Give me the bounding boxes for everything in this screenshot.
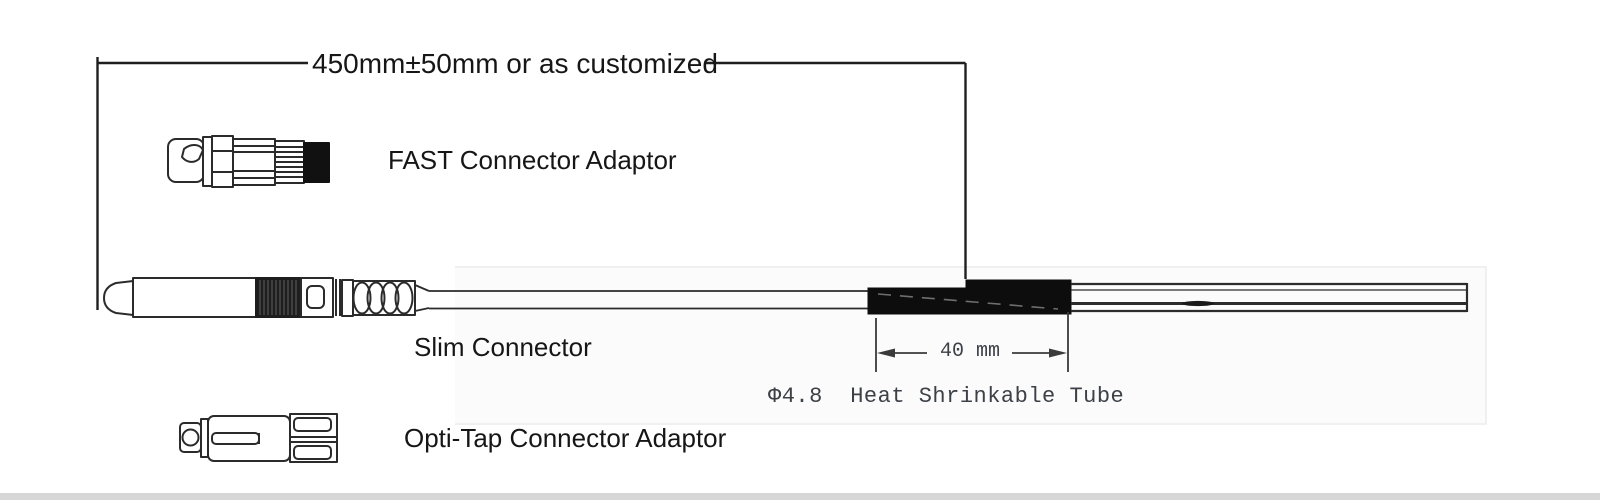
overall-dimension-lines — [96, 57, 967, 310]
fast-connector-label: FAST Connector Adaptor — [388, 145, 677, 175]
heat-shrink-tube-label: Φ4.8 Heat Shrinkable Tube — [768, 384, 1125, 409]
drop-cable-drawing — [1071, 282, 1469, 313]
bottom-strip — [0, 493, 1600, 500]
fast-connector-drawing — [167, 135, 330, 188]
opti-tap-connector-label: Opti-Tap Connector Adaptor — [404, 423, 727, 453]
opti-tap-connector-drawing — [179, 413, 338, 463]
slim-connector-drawing — [103, 277, 869, 318]
overall-length-label: 450mm±50mm or as customized — [312, 48, 718, 79]
tube-length-label: 40 mm — [939, 340, 1000, 363]
heat-shrink-tube-drawing — [867, 279, 1072, 315]
slim-connector-label: Slim Connector — [414, 332, 592, 362]
tube-length-dimension-lines — [875, 312, 1069, 372]
